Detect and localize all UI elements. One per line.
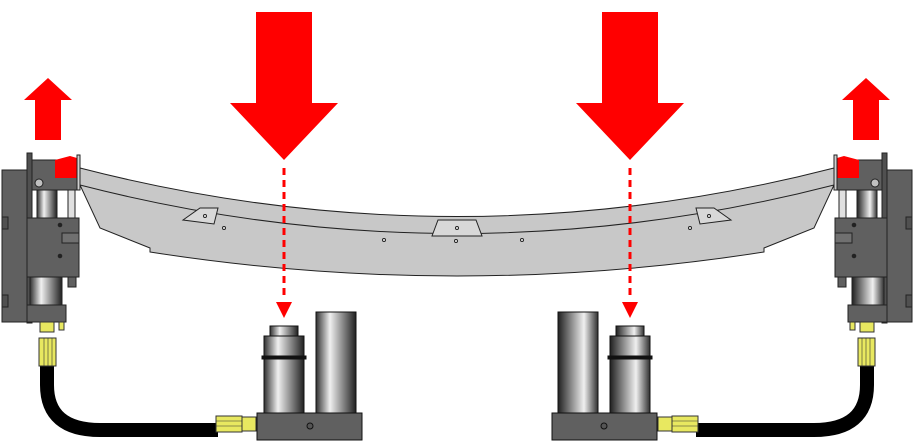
- beam: [79, 167, 835, 277]
- beam-bracket-left: [181, 207, 219, 225]
- beam-bracket-right: [695, 207, 733, 225]
